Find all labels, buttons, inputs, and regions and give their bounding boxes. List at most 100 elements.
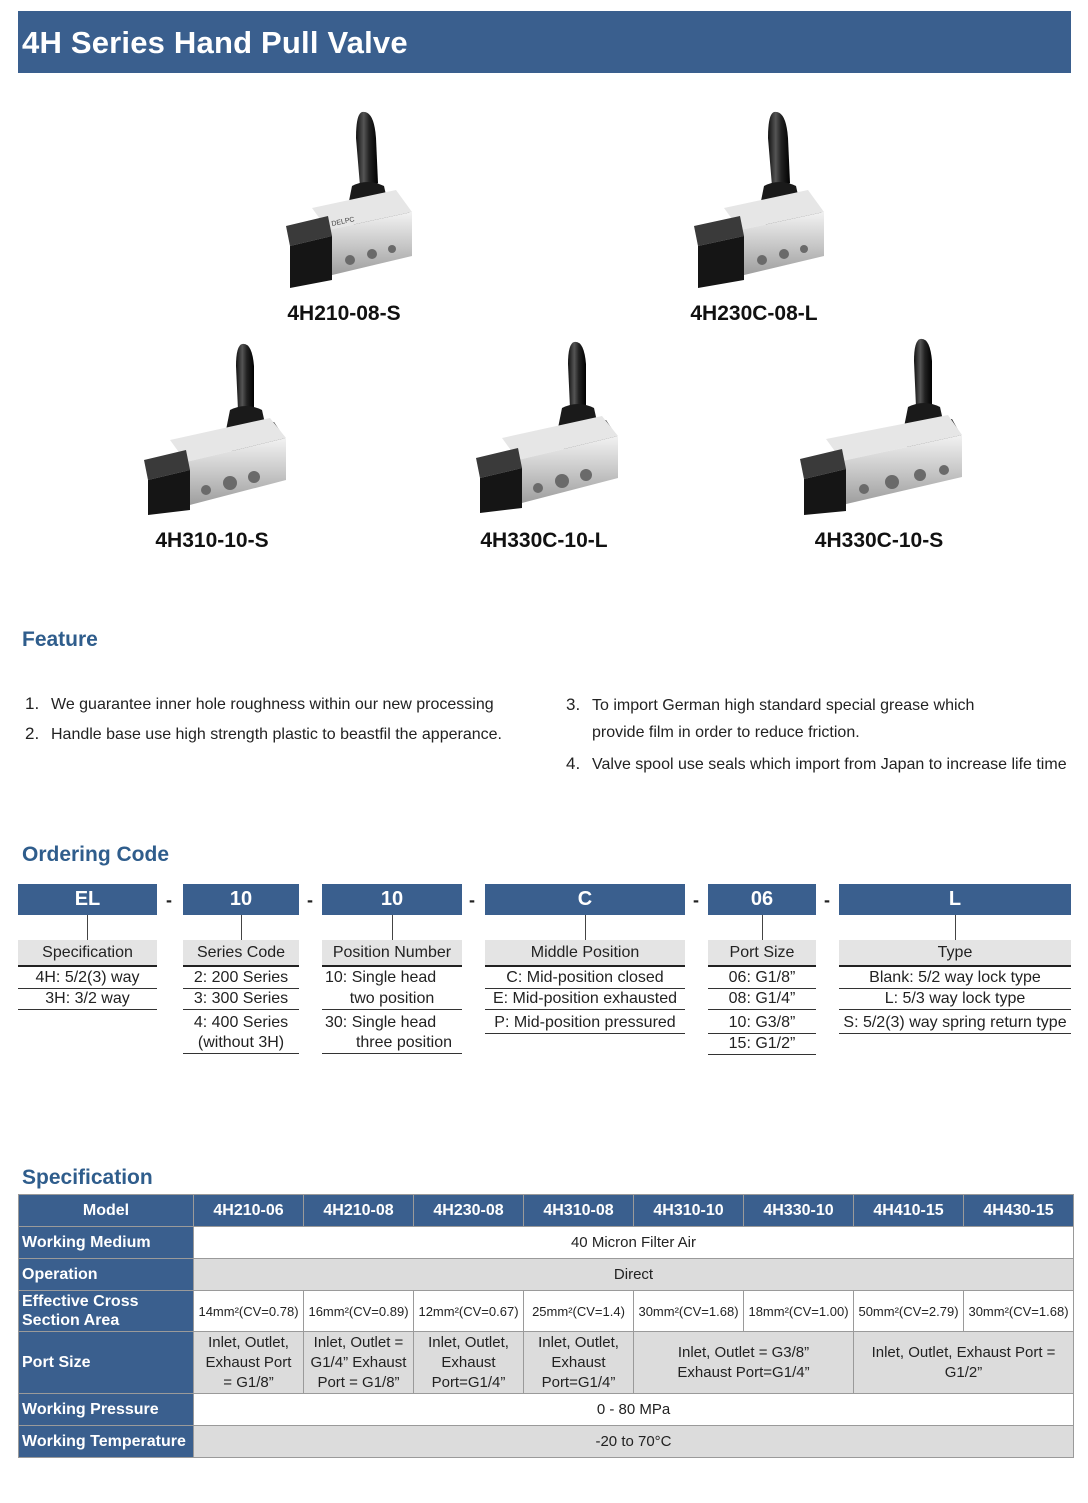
spec-model: 4H430-15: [963, 1194, 1074, 1227]
feature-item: 1.We guarantee inner hole roughness with…: [25, 694, 494, 713]
ordering-option: (without 3H): [183, 1033, 299, 1054]
connector-line: [87, 915, 88, 940]
spec-model: 4H230-08: [413, 1194, 524, 1227]
ordering-column-header: Port Size: [708, 940, 816, 967]
ordering-option: S: 5/2(3) way spring return type: [839, 1013, 1071, 1034]
ordering-column-header: Middle Position: [485, 940, 685, 967]
spec-value: 12mm²(CV=0.67): [413, 1290, 524, 1332]
product-image-4h230c-08-l: [684, 108, 834, 288]
ordering-option: 4: 400 Series: [193, 1014, 289, 1031]
spec-value: 0 - 80 MPa: [193, 1393, 1074, 1426]
ordering-option: C: Mid-position closed: [485, 968, 685, 989]
spec-header-row: Model 4H210-06 4H210-08 4H230-08 4H310-0…: [18, 1194, 1074, 1227]
product-image-4h210-08-s: DELPC: [272, 108, 422, 288]
product-label: 4H210-08-S: [287, 302, 401, 325]
ordering-column-header: Series Code: [183, 940, 299, 967]
ordering-dash: -: [824, 890, 830, 910]
feature-item: 3.To import German high standard special…: [566, 695, 975, 714]
spec-row-label: Working Temperature: [18, 1425, 194, 1458]
ordering-dash: -: [307, 890, 313, 910]
spec-value: 25mm²(CV=1.4): [523, 1290, 634, 1332]
spec-model-label: Model: [18, 1194, 194, 1227]
spec-row-port-size: Port Size Inlet, Outlet, Exhaust Port = …: [18, 1331, 1074, 1394]
product-label: 4H230C-08-L: [690, 302, 818, 325]
page-title: 4H Series Hand Pull Valve: [22, 25, 408, 60]
spec-row-label: Operation: [18, 1258, 194, 1291]
feature-item: 2.Handle base use high strength plastic …: [25, 724, 502, 743]
spec-value: -20 to 70°C: [193, 1425, 1074, 1458]
spec-model: 4H310-10: [633, 1194, 744, 1227]
ordering-option: 3: 300 Series: [183, 989, 299, 1010]
connector-line: [392, 915, 393, 940]
feature-heading: Feature: [22, 628, 98, 651]
ordering-option: two position: [322, 989, 462, 1010]
ordering-option: Blank: 5/2 way lock type: [839, 968, 1071, 989]
ordering-code-heading: Ordering Code: [22, 843, 170, 866]
ordering-code-box: L: [839, 884, 1071, 915]
spec-value: Direct: [193, 1258, 1074, 1291]
spec-value: 30mm²(CV=1.68): [633, 1290, 744, 1332]
ordering-option: 2: 200 Series: [183, 968, 299, 989]
specification-heading: Specification: [22, 1166, 153, 1189]
connector-line: [241, 915, 242, 940]
ordering-option: E: Mid-position exhausted: [485, 989, 685, 1010]
ordering-column-header: Position Number: [322, 940, 462, 967]
spec-value: Inlet, Outlet = G3/8” Exhaust Port=G1/4”: [633, 1331, 854, 1394]
connector-line: [762, 915, 763, 940]
product-label: 4H330C-10-L: [480, 529, 608, 552]
spec-value: 18mm²(CV=1.00): [743, 1290, 854, 1332]
ordering-dash: -: [693, 890, 699, 910]
spec-model: 4H210-08: [303, 1194, 414, 1227]
spec-row-label: Working Pressure: [18, 1393, 194, 1426]
spec-row-label: Working Medium: [18, 1226, 194, 1259]
ordering-option: 08: G1/4”: [708, 989, 816, 1010]
ordering-dash: -: [469, 890, 475, 910]
ordering-option: 10: G3/8”: [708, 1013, 816, 1034]
ordering-column-header: Type: [839, 940, 1071, 967]
spec-row-working-temperature: Working Temperature -20 to 70°C: [18, 1425, 1074, 1458]
ordering-code-box: 10: [322, 884, 462, 915]
ordering-option: 4H: 5/2(3) way: [18, 968, 157, 989]
ordering-option: 3H: 3/2 way: [18, 989, 157, 1010]
ordering-option: P: Mid-position pressured: [485, 1013, 685, 1034]
product-label: 4H330C-10-S: [814, 529, 944, 552]
product-image-4h310-10-s: [140, 340, 290, 515]
ordering-code-box: C: [485, 884, 685, 915]
spec-model: 4H410-15: [853, 1194, 964, 1227]
specification-table: Model 4H210-06 4H210-08 4H230-08 4H310-0…: [18, 1194, 1074, 1458]
spec-value: 30mm²(CV=1.68): [963, 1290, 1074, 1332]
spec-value: Inlet, Outlet, Exhaust Port=G1/4”: [413, 1331, 524, 1394]
ordering-option: L: 5/3 way lock type: [839, 989, 1071, 1010]
product-label: 4H310-10-S: [155, 529, 269, 552]
ordering-option: three position: [322, 1033, 462, 1054]
ordering-option: 06: G1/8”: [708, 968, 816, 989]
spec-value: Inlet, Outlet, Exhaust Port = G1/2”: [853, 1331, 1074, 1394]
spec-model: 4H310-08: [523, 1194, 634, 1227]
spec-value: 40 Micron Filter Air: [193, 1226, 1074, 1259]
spec-row-effective-area: Effective Cross Section Area 14mm²(CV=0.…: [18, 1290, 1074, 1332]
spec-row-operation: Operation Direct: [18, 1258, 1074, 1291]
connector-line: [585, 915, 586, 940]
spec-row-label: Effective Cross Section Area: [18, 1290, 194, 1332]
spec-value: Inlet, Outlet = G1/4” Exhaust Port = G1/…: [303, 1331, 414, 1394]
spec-row-working-pressure: Working Pressure 0 - 80 MPa: [18, 1393, 1074, 1426]
spec-value: 50mm²(CV=2.79): [853, 1290, 964, 1332]
ordering-code-box: 06: [708, 884, 816, 915]
spec-row-label: Port Size: [18, 1331, 194, 1394]
ordering-code-box: EL: [18, 884, 157, 915]
spec-model: 4H210-06: [193, 1194, 304, 1227]
feature-item-continued: provide film in order to reduce friction…: [592, 724, 860, 741]
spec-row-working-medium: Working Medium 40 Micron Filter Air: [18, 1226, 1074, 1259]
ordering-code-box: 10: [183, 884, 299, 915]
product-image-4h330c-10-l: [472, 338, 622, 513]
spec-value: Inlet, Outlet, Exhaust Port = G1/8”: [193, 1331, 304, 1394]
spec-model: 4H330-10: [743, 1194, 854, 1227]
ordering-option: 30: Single head: [325, 1014, 437, 1031]
brand-mark: DELPC: [331, 216, 355, 228]
feature-item: 4.Valve spool use seals which import fro…: [566, 754, 1067, 773]
connector-line: [955, 915, 956, 940]
spec-value: Inlet, Outlet, Exhaust Port=G1/4”: [523, 1331, 634, 1394]
ordering-option: 10: Single head: [325, 969, 437, 986]
product-image-4h330c-10-s: [796, 335, 966, 515]
ordering-dash: -: [166, 890, 172, 910]
